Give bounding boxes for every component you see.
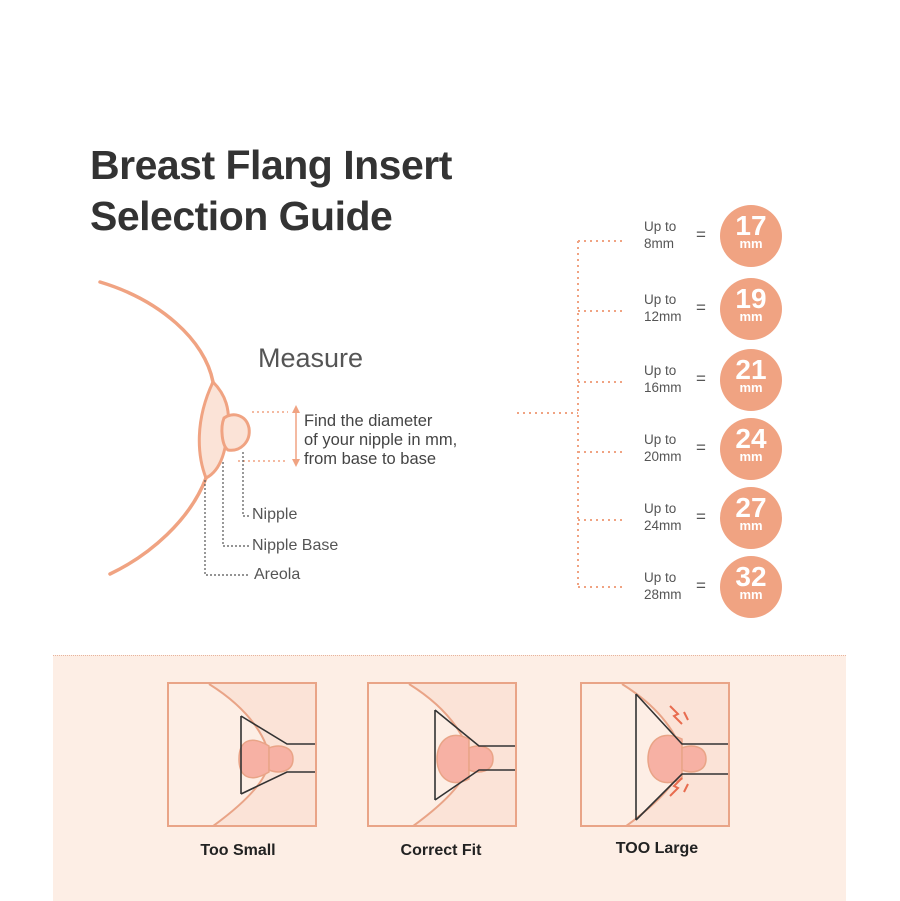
instruction-line: of your nipple in mm, (304, 431, 458, 449)
up-to-text: Up to (644, 432, 677, 447)
nipple-range: 28mm (644, 587, 682, 602)
instruction-line: Find the diameter (304, 412, 433, 430)
equals-sign: = (696, 576, 706, 595)
equals-sign: = (696, 369, 706, 388)
fit-label-too-large: TOO Large (615, 840, 699, 857)
page-title: Breast Flang Insert Selection Guide (90, 140, 452, 242)
up-to-text: Up to (644, 570, 677, 585)
up-to-text: Up to (644, 292, 677, 307)
title-line-1: Breast Flang Insert (90, 142, 452, 188)
breast-measure-diagram (98, 240, 624, 588)
nipple-range: 8mm (644, 236, 674, 251)
nipple-range: 24mm (644, 518, 682, 533)
instruction-line: from base to base (304, 450, 437, 468)
equals-sign: = (696, 225, 706, 244)
nipple-range: 12mm (644, 309, 682, 324)
fit-card-too-small (167, 682, 317, 827)
fit-card-too-large (580, 682, 730, 827)
measure-instruction: Find the diameter of your nipple in mm, … (304, 412, 457, 469)
flange-size: 24 (735, 423, 767, 454)
up-to-text: Up to (644, 363, 677, 378)
equals-sign: = (696, 507, 706, 526)
flange-unit: mm (739, 236, 763, 251)
too-small-illustration (169, 684, 315, 825)
title-line-2: Selection Guide (90, 193, 393, 239)
flange-size: 32 (735, 561, 767, 592)
flange-unit: mm (739, 518, 763, 533)
nipple-range: 20mm (644, 449, 682, 464)
correct-fit-illustration (369, 684, 515, 825)
fit-label-too-small: Too Small (200, 842, 276, 859)
nipple-base-label: Nipple Base (252, 537, 339, 554)
fit-card-correct-fit (367, 682, 517, 827)
flange-unit: mm (739, 309, 763, 324)
fit-label-correct-fit: Correct Fit (400, 842, 482, 859)
flange-size: 19 (735, 283, 767, 314)
too-large-illustration (582, 684, 728, 825)
up-to-text: Up to (644, 501, 677, 516)
equals-sign: = (696, 298, 706, 317)
flange-unit: mm (739, 449, 763, 464)
nipple-range: 16mm (644, 380, 682, 395)
flange-unit: mm (739, 587, 763, 602)
measure-heading: Measure (258, 343, 364, 373)
flange-size: 17 (735, 210, 767, 241)
up-to-text: Up to (644, 219, 677, 234)
nipple-label: Nipple (252, 506, 298, 523)
equals-sign: = (696, 438, 706, 457)
flange-unit: mm (739, 380, 763, 395)
areola-label: Areola (254, 566, 301, 583)
flange-size: 21 (735, 354, 767, 385)
flange-size: 27 (735, 492, 767, 523)
